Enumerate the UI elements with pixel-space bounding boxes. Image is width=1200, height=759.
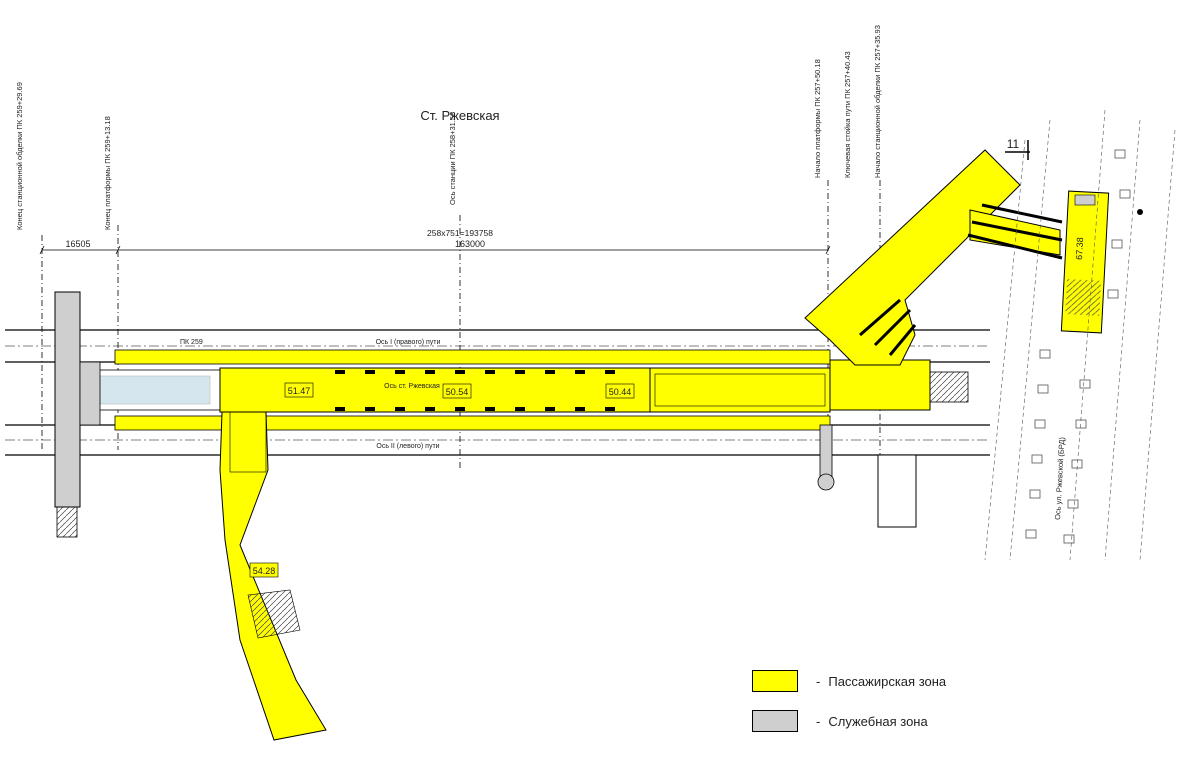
street-area	[984, 109, 1176, 561]
legend-label-passenger: Пассажирская зона	[828, 673, 947, 689]
pylons	[335, 370, 615, 411]
legend: - Пассажирская зона - Служебная зона	[752, 668, 946, 748]
southwest-inclined-exit	[219, 411, 327, 741]
chainage-start-platform: Начало платформы ПК 257+50.18	[813, 59, 822, 178]
passenger-zone-swatch	[752, 670, 798, 692]
elevation-67-38: 67.38	[1074, 237, 1085, 260]
south-platform-band	[114, 415, 831, 431]
dimension-lines	[39, 245, 831, 255]
elevation-50-44: 50.44	[609, 387, 632, 397]
east-vestibule-base	[829, 359, 931, 411]
left-track-label: Ось II (левого) пути	[376, 443, 439, 450]
dim-left-span: 16505	[65, 239, 90, 249]
legend-dash: -	[816, 713, 821, 729]
legend-item-service: - Служебная зона	[752, 708, 946, 734]
parked-cars	[1025, 149, 1131, 544]
elevation-54-28: 54.28	[253, 566, 276, 576]
service-zone-swatch	[752, 710, 798, 732]
station-title: Ст. Ржевская	[420, 108, 499, 123]
chainage-station-axis: Ось станции ПК 258+31.58	[448, 112, 457, 205]
legend-dash: -	[816, 673, 821, 689]
chainage-end-platform: Конец платформы ПК 259+13.18	[103, 116, 112, 230]
chainage-key-ring: Ключевая стойка пути ПК 257+40.43	[843, 51, 852, 178]
north-platform-band	[114, 349, 831, 365]
central-hall	[219, 367, 651, 413]
elevation-51-47: 51.47	[288, 386, 311, 396]
legend-label-service: Служебная зона	[828, 713, 928, 729]
dim-main-span: 163000	[455, 239, 485, 249]
section-mark: 11	[1007, 137, 1020, 151]
pk-label: ПК 259	[180, 339, 203, 346]
west-service-shaft	[54, 291, 81, 508]
chainage-end-vault: Конец станционной обделки ПК 259+29.69	[15, 82, 24, 230]
northeast-inclined-passage	[804, 149, 1021, 366]
service-building	[877, 454, 917, 528]
station-axis-label: Ось ст. Ржевская	[384, 383, 440, 390]
escalator-hall	[649, 367, 831, 413]
legend-item-passenger: - Пассажирская зона	[752, 668, 946, 694]
street-axis-label: Ось ул. Ржевской (БРД)	[1053, 436, 1066, 520]
elevation-50-54: 50.54	[446, 387, 469, 397]
chainage-start-vault: Начало станционной обделки ПК 257+35.93	[873, 25, 882, 178]
right-track-label: Ось I (правого) пути	[376, 339, 441, 346]
dim-formula: 258x751=193758	[427, 228, 493, 238]
